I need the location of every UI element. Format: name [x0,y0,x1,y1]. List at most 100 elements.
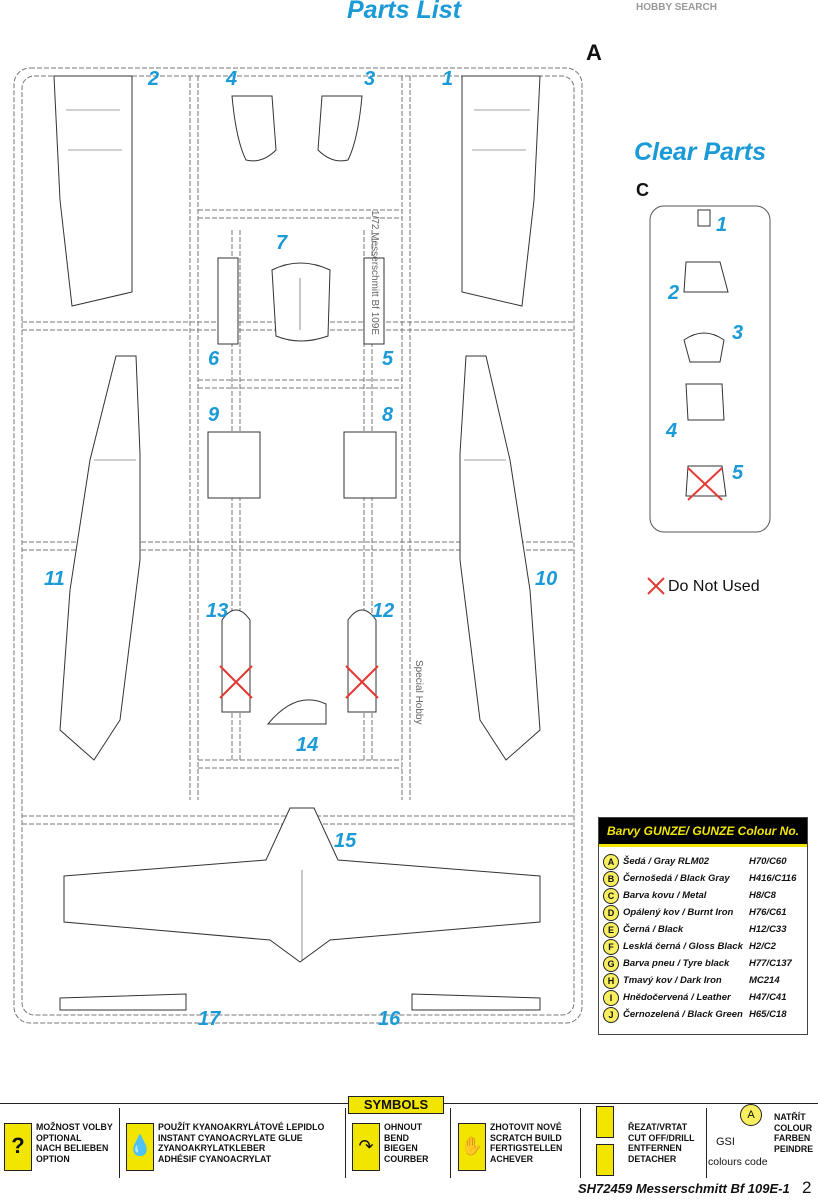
colour-key: B [603,870,619,887]
colour-row: A Šedá / Gray RLM02 H70/C60 [599,853,807,870]
colour-table-header: Barvy GUNZE/ GUNZE Colour No. [599,818,807,847]
part-number: 11 [44,568,65,590]
part-number: 5 [382,348,394,370]
colour-name: Barva pneu / Tyre black [623,958,730,969]
colour-row: I Hnědočervená / Leather H47/C41 [599,989,807,1006]
colour-name: Barva kovu / Metal [623,890,707,901]
drill-icon [596,1144,614,1176]
colour-name: Černá / Black [623,924,684,935]
symbol-text: BEND [384,1132,409,1143]
symbols-header: SYMBOLS [348,1096,444,1114]
symbol-text: MOŽNOST VOLBY [36,1122,113,1132]
question-icon: ? [4,1123,32,1171]
clear-part-number: 1 [716,214,728,236]
colour-name: Lesklá černá / Gloss Black [623,941,743,952]
symbol-text: FERTIGSTELLEN [490,1143,563,1153]
symbol-colour: NATŘÍT COLOUR FARBEN PEINDRE [774,1112,813,1154]
colour-table: Barvy GUNZE/ GUNZE Colour No. A Šedá / Gr… [598,817,808,1035]
cut-icon [596,1106,614,1138]
footer-title: SH72459 Messerschmitt Bf 109E-1 [578,1181,790,1196]
symbol-glue: POUŽÍT KYANOAKRYLÁTOVÉ LEPIDLO INSTANT C… [158,1122,324,1164]
part-number: 13 [206,600,229,622]
colour-key: G [603,955,619,972]
part-number: 8 [382,404,394,426]
colour-row: G Barva pneu / Tyre black H77/C137 [599,955,807,972]
colour-row: H Tmavý kov / Dark Iron MC214 [599,972,807,989]
part-number: 10 [535,568,558,590]
clear-part-number: 5 [732,462,744,484]
colour-code: H77/C137 [749,958,792,969]
symbol-text: ZHOTOVIT NOVÉ [490,1122,562,1132]
divider [450,1108,451,1178]
symbol-scratch-build: ZHOTOVIT NOVÉ SCRATCH BUILD FERTIGSTELLE… [490,1122,562,1164]
part-number: 7 [276,232,288,254]
symbol-text: NACH BELIEBEN [36,1143,109,1153]
clear-parts-title: Clear Parts [634,138,767,166]
colour-code: H8/C8 [749,890,776,901]
colour-name: Tmavý kov / Dark Iron [623,975,722,986]
divider [345,1108,346,1178]
part-number: 12 [372,600,395,622]
symbol-text: ADHÉSIF CYANOACRYLAT [158,1153,272,1164]
symbol-text: OHNOUT [384,1122,423,1132]
symbol-text: INSTANT CYANOACRYLATE GLUE [158,1132,303,1143]
divider [580,1108,581,1178]
symbol-bend: OHNOUT BEND BIEGEN COURBER [384,1122,428,1164]
symbol-text: DETACHER [628,1153,677,1164]
sprue-brand-text: Special Hobby [413,660,424,725]
symbol-text: FARBEN [774,1133,811,1143]
symbol-text: OPTION [36,1153,70,1164]
colour-code: MC214 [749,975,780,986]
colour-key: I [603,989,619,1006]
clear-part-number: 2 [668,282,680,304]
colour-name: Hnědočervená / Leather [623,992,731,1003]
part-number: 4 [226,68,238,90]
symbol-optional: MOŽNOST VOLBY OPTIONAL NACH BELIEBEN OPT… [36,1122,113,1164]
glue-drop-icon: 💧 [126,1123,154,1171]
clear-part-number: 4 [666,420,678,442]
watermark: HOBBY SEARCH [636,2,717,13]
symbol-text: NATŘÍT [774,1112,806,1122]
symbol-text: ZYANOAKRYLATKLEBER [158,1143,266,1153]
symbol-text: ACHEVER [490,1153,534,1164]
divider [706,1108,707,1178]
page-number: 2 [802,1178,812,1197]
hand-icon: ✋ [458,1123,486,1171]
colour-code: H65/C18 [749,1009,787,1020]
gsi-subtext: colours code [708,1156,768,1168]
symbol-text: ENTFERNEN [628,1143,682,1153]
clear-part-number: 3 [732,322,744,344]
colour-key: H [603,972,619,989]
sprue-side-text: 1/72 Messerschmitt Bf 109E [369,210,380,336]
symbol-text: PEINDRE [774,1143,814,1154]
colour-key: F [603,938,619,955]
do-not-used-label: Do Not Used [668,578,760,595]
colour-code: H70/C60 [749,856,787,867]
colour-name: Šedá / Gray RLM02 [623,856,710,867]
symbol-text: POUŽÍT KYANOAKRYLÁTOVÉ LEPIDLO [158,1122,325,1132]
part-number: 9 [208,404,220,426]
colour-code: H47/C41 [749,992,787,1003]
symbol-text: COLOUR [774,1122,813,1133]
part-number: 15 [334,830,357,852]
colour-name: Černozelená / Black Green [623,1009,743,1020]
part-number: 3 [364,68,376,90]
colour-key: A [603,853,619,870]
bend-icon: ↷ [352,1123,380,1171]
colour-name: Černošedá / Black Gray [623,873,730,884]
colour-key: E [603,921,619,938]
part-number: 2 [148,68,160,90]
symbol-text: COURBER [384,1153,429,1164]
colour-key-icon: A [740,1104,762,1126]
colour-code: H12/C33 [749,924,787,935]
sprue-a-letter: A [586,40,602,65]
page-title: Parts List [347,0,461,24]
colour-code: H76/C61 [749,907,787,918]
gsi-label: GSI [716,1136,735,1148]
part-number: 14 [296,734,319,756]
